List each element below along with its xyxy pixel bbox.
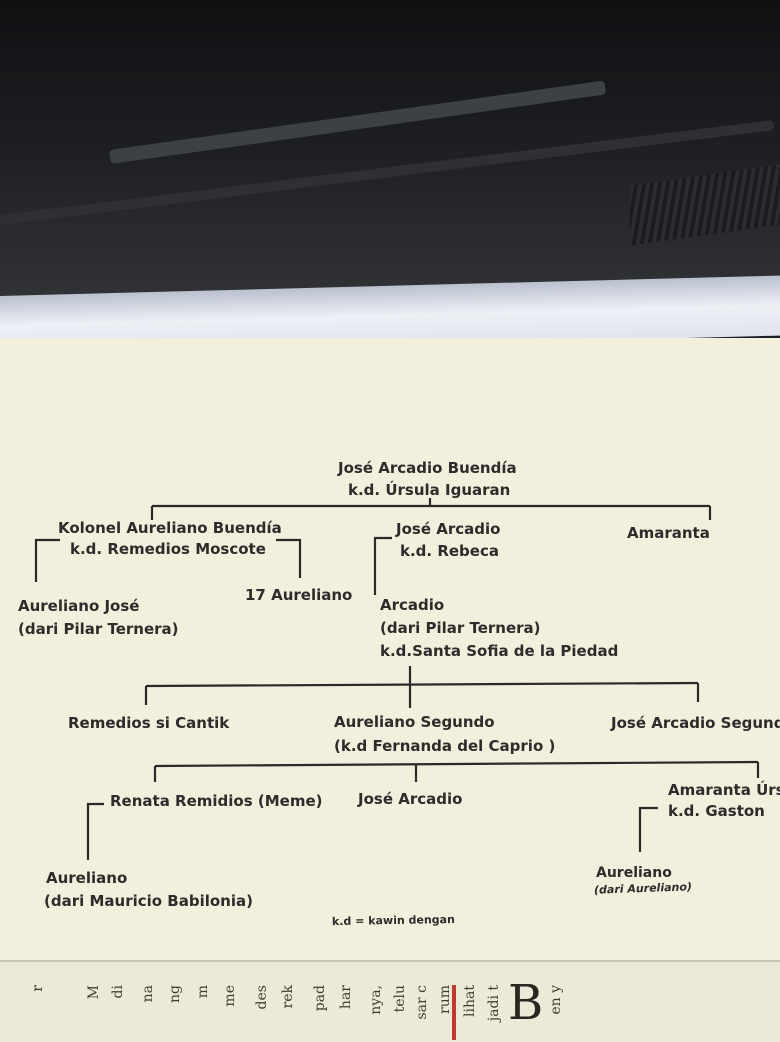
connector-line	[145, 681, 699, 688]
red-bookmark	[452, 985, 456, 1040]
connector-line	[154, 760, 759, 768]
arcadio-spouse: k.d.Santa Sofia de la Piedad	[380, 642, 619, 660]
arcadio-name: Arcadio	[380, 596, 445, 614]
seventeen-aureliano: 17 Aureliano	[245, 586, 353, 604]
renata-name: Renata Remidios (Meme)	[110, 792, 323, 810]
segundo-name: Aureliano Segundo	[334, 713, 495, 731]
arcadio-note: (dari Pilar Ternera)	[380, 619, 541, 637]
aureliano-jose-name: Aureliano José	[18, 597, 140, 615]
connector-line	[638, 806, 658, 852]
segundo-spouse: (k.d Fernanda del Caprio )	[334, 737, 556, 755]
car-dashboard-background	[0, 0, 780, 330]
amaranta-ursula-spouse: k.d. Gaston	[668, 802, 765, 820]
aureliano-amaranta-note: (dari Aureliano)	[593, 880, 693, 897]
legend-kawin-dengan: k.d = kawin dengan	[331, 912, 455, 929]
kolonel-name: Kolonel Aureliano Buendía	[58, 519, 282, 537]
book-page	[0, 338, 780, 978]
connector-line	[373, 536, 392, 595]
connector-line	[34, 538, 60, 582]
aureliano-amaranta-name: Aureliano	[596, 865, 672, 881]
aureliano-jose-note: (dari Pilar Ternera)	[18, 620, 179, 638]
root-ancestor-name: José Arcadio Buendía	[338, 459, 517, 477]
gen5-jose-arcadio-name: José Arcadio	[358, 790, 463, 808]
connector-line	[86, 802, 104, 860]
root-ancestor-spouse: k.d. Úrsula Iguaran	[348, 481, 511, 499]
amaranta-name: Amaranta	[627, 524, 710, 542]
connector-line	[276, 538, 302, 578]
jose-arcadio-name: José Arcadio	[396, 520, 501, 538]
aureliano-meme-note: (dari Mauricio Babilonia)	[44, 892, 253, 910]
jose-arcadio-spouse: k.d. Rebeca	[400, 542, 499, 560]
drop-cap-letter: B	[508, 975, 544, 1031]
amaranta-ursula-name: Amaranta Úrs	[668, 781, 780, 799]
kolonel-spouse: k.d. Remedios Moscote	[70, 540, 266, 558]
aureliano-meme-name: Aureliano	[46, 869, 128, 887]
remedios-name: Remedios si Cantik	[68, 714, 230, 732]
jose-segundo-name: José Arcadio Segund	[611, 714, 780, 732]
book-edge-pages	[0, 960, 780, 1042]
